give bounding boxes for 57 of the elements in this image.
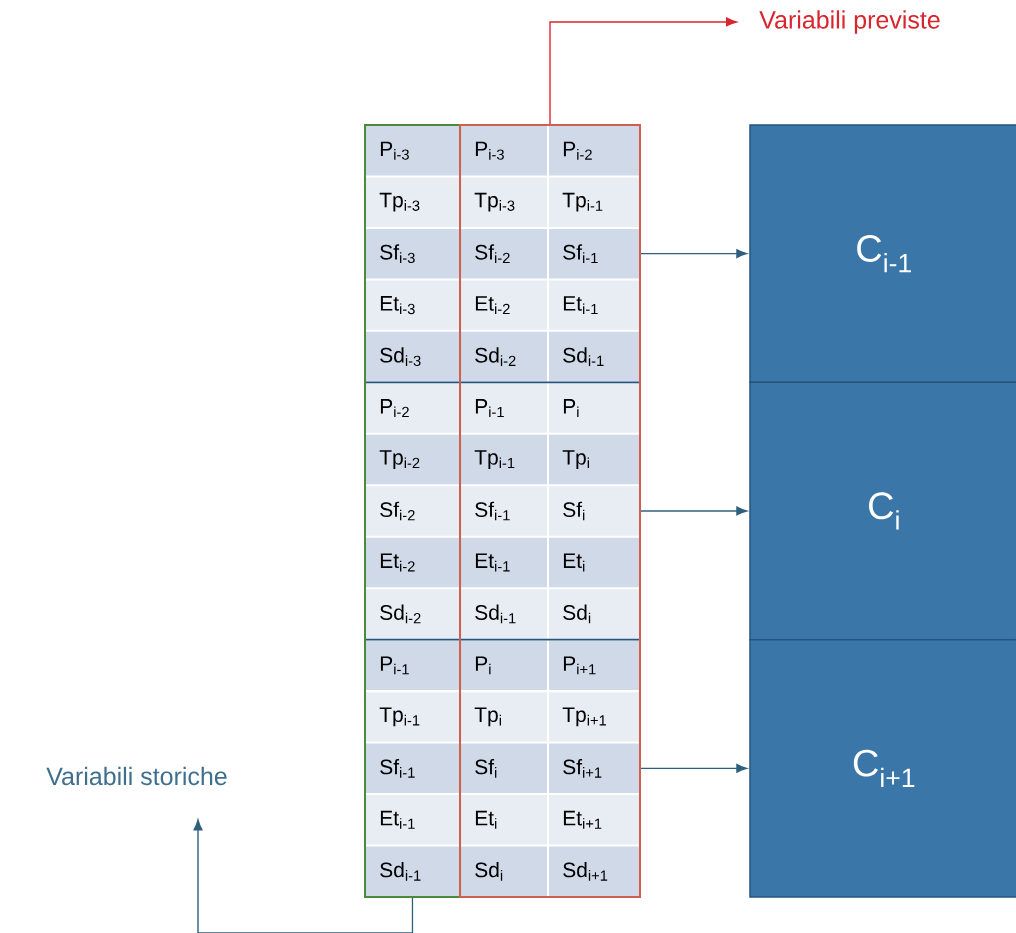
- table-cell: Tp$_{i+1}$: [549, 692, 639, 742]
- table-cell: P$_{i}$: [549, 383, 639, 433]
- table-cell: Tp$_{i}$: [461, 692, 547, 742]
- table-cell: Sf$_{i-1}$: [549, 228, 639, 279]
- table-cell: Et$_{i-1}$: [549, 280, 639, 330]
- table-cell: Et$_{i}$: [549, 537, 639, 588]
- process-box: C$_{i}$: [749, 381, 1016, 641]
- arrow: [193, 819, 414, 933]
- table-cell: Sd$_{i-2}$: [366, 589, 459, 639]
- table-cell: P$_{i-1}$: [366, 640, 459, 691]
- table-cell: Et$_{i-1}$: [461, 537, 547, 588]
- process-box: C$_{i+1}$: [749, 638, 1016, 898]
- table-cell: Sd$_{i-1}$: [461, 589, 547, 639]
- table-cell: Et$_{i+1}$: [549, 795, 639, 845]
- table-cell: P$_{i-2}$: [366, 383, 459, 433]
- table-cell: Sd$_{i-1}$: [549, 331, 639, 382]
- table-cell: Tp$_{i-3}$: [366, 177, 459, 227]
- table-cell: Sf$_{i+1}$: [549, 743, 639, 794]
- table-cell: Sd$_{i-1}$: [366, 846, 459, 896]
- table-cell: Tp$_{i-2}$: [366, 434, 459, 485]
- table-cell: P$_{i+1}$: [549, 640, 639, 691]
- table-cell: Sd$_{i}$: [461, 846, 547, 896]
- arrow: [640, 506, 748, 516]
- column-frame: [364, 124, 461, 898]
- table-cell: Et$_{i-3}$: [366, 280, 459, 330]
- process-box: C$_{i-1}$: [749, 124, 1016, 384]
- table-cell: Tp$_{i-1}$: [366, 692, 459, 742]
- arrow: [640, 763, 748, 773]
- table-cell: Et$_{i-1}$: [366, 795, 459, 845]
- column-frame: [459, 124, 641, 898]
- caption-text: Variabili storiche: [46, 766, 227, 786]
- table-cell: Sf$_{i-3}$: [366, 228, 459, 279]
- table-cell: Sf$_{i-1}$: [461, 486, 547, 536]
- table-cell: P$_{i-3}$: [366, 126, 459, 176]
- table-cell: Tp$_{i}$: [549, 434, 639, 485]
- arrow: [640, 249, 748, 259]
- table-cell: Sd$_{i+1}$: [549, 846, 639, 896]
- caption-text: Variabili previste: [759, 10, 940, 34]
- table-cell: Et$_{i-2}$: [366, 537, 459, 588]
- table-cell: Tp$_{i-1}$: [549, 177, 639, 227]
- table-cell: Sf$_{i}$: [549, 486, 639, 536]
- table-cell: Tp$_{i-1}$: [461, 434, 547, 485]
- table-cell: P$_{i-2}$: [549, 126, 639, 176]
- table-cell: Sf$_{i-1}$: [366, 743, 459, 794]
- table-cell: P$_{i-1}$: [461, 383, 547, 433]
- table-cell: Et$_{i-2}$: [461, 280, 547, 330]
- table-cell: Sd$_{i-2}$: [461, 331, 547, 382]
- table-cell: P$_{i}$: [461, 640, 547, 691]
- table-cell: Sd$_{i}$: [549, 589, 639, 639]
- table-cell: Sf$_{i}$: [461, 743, 547, 794]
- table-cell: Sf$_{i-2}$: [461, 228, 547, 279]
- table-cell: Sd$_{i-3}$: [366, 331, 459, 382]
- table-cell: Sf$_{i-2}$: [366, 486, 459, 536]
- table-cell: P$_{i-3}$: [461, 126, 547, 176]
- table-cell: Et$_{i}$: [461, 795, 547, 845]
- arrow: [549, 17, 737, 125]
- table-cell: Tp$_{i-3}$: [461, 177, 547, 227]
